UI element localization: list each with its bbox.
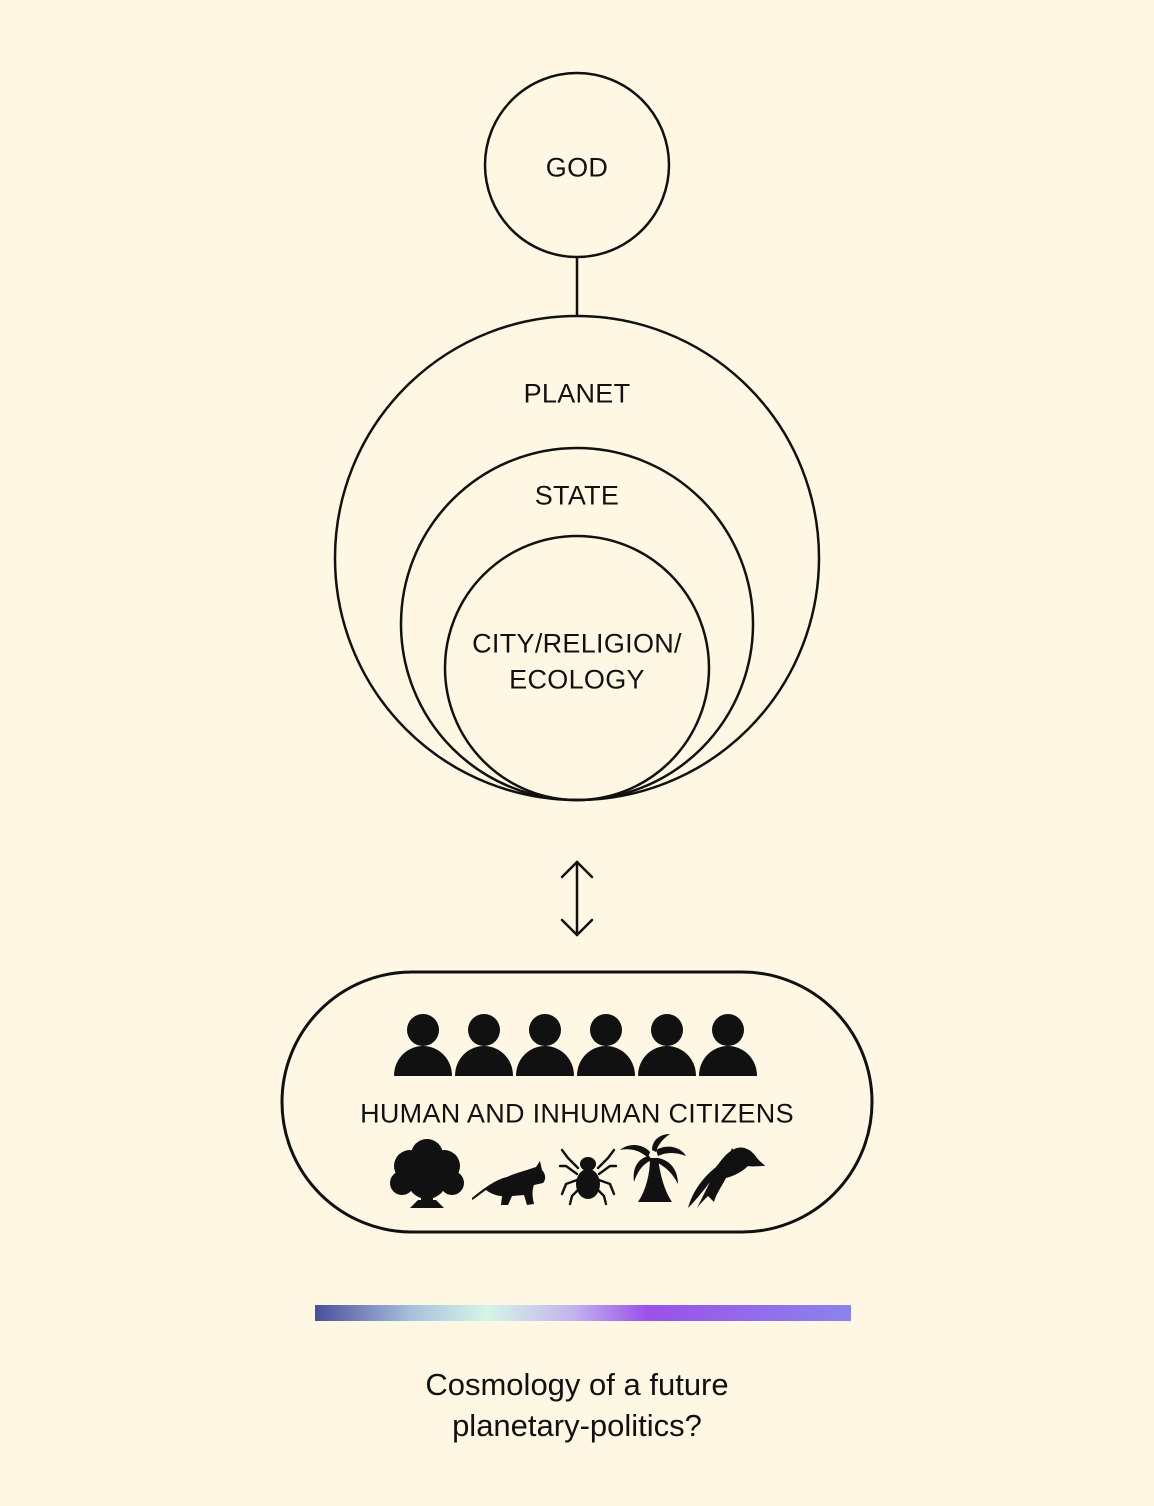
caption-line1: Cosmology of a future — [425, 1367, 729, 1402]
god-label: GOD — [546, 152, 608, 182]
person-icon — [638, 1014, 696, 1076]
dolphin-icon — [688, 1147, 765, 1208]
caption: Cosmology of a future planetary-politics… — [277, 1364, 877, 1446]
city-label-line1: CITY/RELIGION/ — [472, 628, 682, 658]
person-icons — [394, 1014, 757, 1076]
raccoon-icon — [472, 1161, 546, 1205]
spider-icon — [558, 1148, 618, 1206]
state-label: STATE — [535, 480, 620, 510]
city-label-line2: ECOLOGY — [509, 664, 645, 694]
person-icon — [699, 1014, 757, 1076]
planet-label: PLANET — [524, 378, 631, 408]
tree-icon — [390, 1139, 464, 1208]
person-icon — [577, 1014, 635, 1076]
gradient-divider — [315, 1305, 851, 1321]
bidirectional-arrow-icon — [560, 860, 594, 937]
citizens-container — [280, 970, 874, 1234]
citizens-label: HUMAN AND INHUMAN CITIZENS — [360, 1098, 794, 1128]
person-icon — [455, 1014, 513, 1076]
city-circle — [443, 534, 711, 802]
palm-tree-icon — [620, 1134, 686, 1202]
person-icon — [516, 1014, 574, 1076]
caption-line2: planetary-politics? — [452, 1408, 702, 1443]
person-icon — [394, 1014, 452, 1076]
